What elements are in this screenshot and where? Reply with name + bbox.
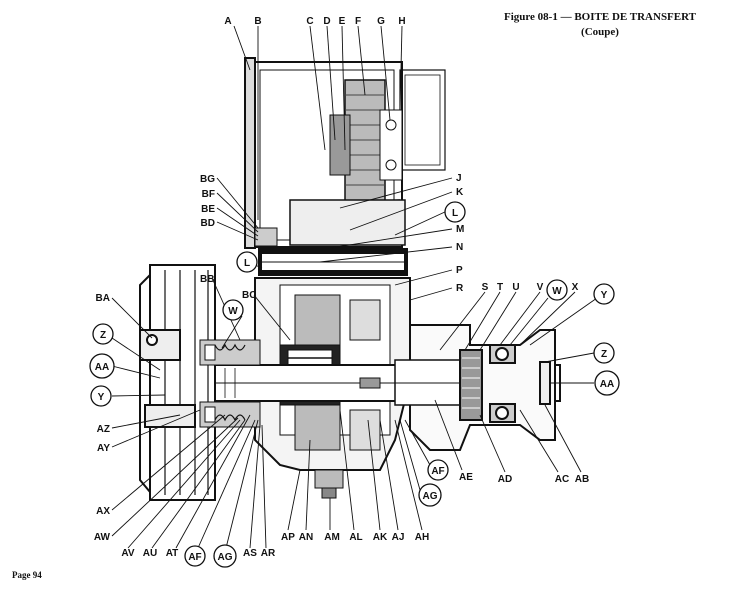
label-B: B [254, 16, 261, 27]
label-L-left: L [244, 258, 250, 269]
label-AR: AR [261, 548, 276, 559]
label-BA: BA [96, 293, 110, 304]
label-AT: AT [166, 548, 179, 559]
label-BC: BC [242, 290, 256, 301]
label-E: E [339, 16, 346, 27]
label-AE: AE [459, 472, 473, 483]
label-AJ: AJ [392, 532, 405, 543]
label-D: D [323, 16, 330, 27]
label-AF-right: AF [431, 466, 444, 477]
label-L-upper: L [452, 208, 458, 219]
intermediate-shaft [254, 227, 408, 276]
label-AX: AX [96, 506, 110, 517]
label-AG-bottom: AG [218, 552, 233, 563]
label-V: V [537, 282, 544, 293]
label-AD: AD [498, 474, 512, 485]
label-AB: AB [575, 474, 589, 485]
drain-plug [314, 469, 344, 499]
label-AK: AK [373, 532, 388, 543]
label-AP: AP [281, 532, 295, 543]
label-G: G [377, 16, 385, 27]
label-F: F [355, 16, 361, 27]
label-S: S [482, 282, 489, 293]
label-Z-left: Z [100, 330, 106, 341]
label-AF-bottom: AF [188, 552, 201, 563]
label-BF: BF [202, 189, 215, 200]
page-number: Page 94 [12, 570, 42, 580]
label-U: U [512, 282, 519, 293]
label-AU: AU [143, 548, 157, 559]
label-W-left: W [228, 306, 238, 317]
label-AL: AL [349, 532, 362, 543]
figure-title: Figure 08-1 — BOITE DE TRANSFERT [503, 11, 697, 23]
right-housing [394, 324, 556, 451]
label-BG: BG [200, 174, 215, 185]
label-Y-right: Y [601, 290, 608, 301]
label-BB: BB [200, 274, 214, 285]
figure-title-block: Figure 08-1 — BOITE DE TRANSFERT (Coupe) [470, 10, 730, 40]
label-AZ: AZ [97, 424, 110, 435]
label-BE: BE [201, 204, 215, 215]
label-N: N [456, 242, 463, 253]
part-labels: A B C D E F G H J K M N P R BG BF BE BD … [94, 16, 589, 559]
label-T: T [497, 282, 503, 293]
label-AH: AH [415, 532, 429, 543]
figure-subtitle: (Coupe) [581, 26, 619, 38]
label-AN: AN [299, 532, 313, 543]
label-AV: AV [121, 548, 134, 559]
label-H: H [398, 16, 405, 27]
label-BD: BD [201, 218, 215, 229]
label-AM: AM [324, 532, 340, 543]
label-C: C [306, 16, 313, 27]
label-M: M [456, 224, 464, 235]
label-W-right: W [552, 286, 562, 297]
left-bearing-assembly [199, 339, 261, 428]
upper-shaft [289, 199, 406, 246]
label-AA-right: AA [600, 379, 614, 390]
label-Y-left: Y [98, 392, 105, 403]
leader-lines [111, 25, 598, 549]
label-K: K [456, 187, 464, 198]
label-P: P [456, 265, 463, 276]
label-AW: AW [94, 532, 111, 543]
label-X: X [572, 282, 579, 293]
label-Z-right: Z [601, 349, 607, 360]
label-J: J [456, 173, 462, 184]
left-pulley [139, 264, 216, 501]
label-AY: AY [97, 443, 110, 454]
circled-labels [89, 201, 620, 568]
label-AS: AS [243, 548, 257, 559]
label-R: R [456, 283, 464, 294]
label-AA-left: AA [95, 362, 109, 373]
label-AC: AC [555, 474, 569, 485]
circled-label-text: L L W Z AA Y AF AG AF AG W Y Z AA [95, 208, 614, 563]
label-A: A [224, 16, 231, 27]
label-AG-right: AG [423, 491, 438, 502]
